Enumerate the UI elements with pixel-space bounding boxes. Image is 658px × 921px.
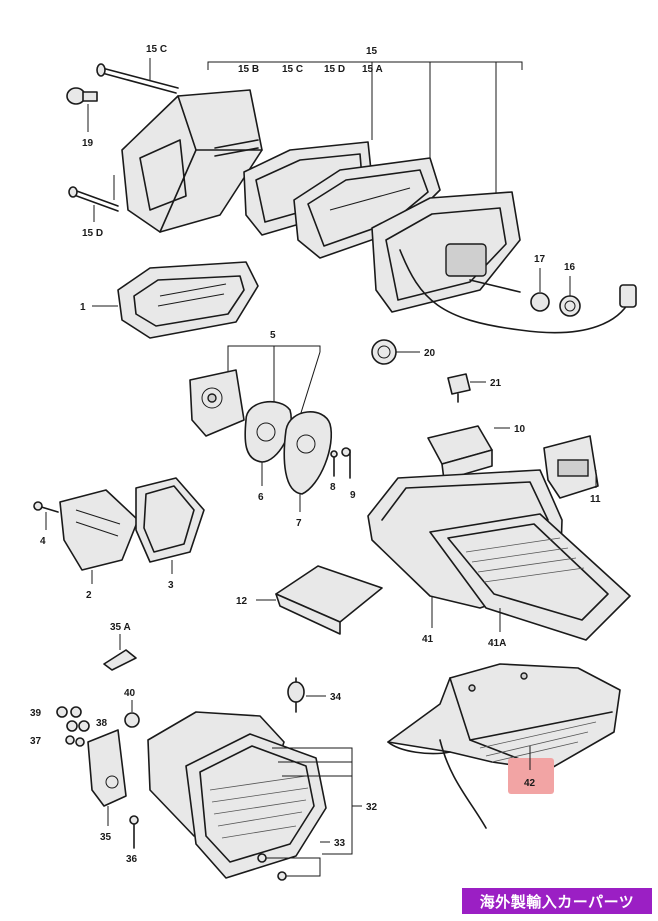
watermark-badge: 海外製輸入カーパーツ [462, 888, 652, 914]
grommet-20 [371, 339, 420, 365]
label-9: 9 [350, 490, 356, 501]
label-2: 2 [86, 590, 92, 601]
light-1 [92, 261, 259, 339]
label-15c: 15 C [282, 64, 303, 75]
label-35a: 35 A [110, 622, 131, 633]
screws-33 [257, 841, 330, 881]
parts-37-39 [56, 706, 90, 747]
rear-light-32 [147, 711, 362, 879]
screw-9 [341, 447, 351, 479]
label-41: 41 [422, 634, 434, 645]
rear-lamp-42 [387, 663, 621, 829]
label-33: 33 [334, 838, 346, 849]
label-12: 12 [236, 596, 248, 607]
label-21: 21 [490, 378, 502, 389]
highlight-42 [508, 758, 554, 794]
label-15d-left: 15 D [82, 228, 103, 239]
label-4: 4 [40, 536, 46, 547]
switch-11 [543, 435, 599, 499]
label-15b: 15 B [238, 64, 259, 75]
plate-7 [283, 411, 332, 512]
screw-4 [33, 501, 59, 530]
relay-10 [427, 425, 510, 481]
label-6: 6 [258, 492, 264, 503]
plug-21 [447, 373, 486, 403]
label-15c-top: 15 C [146, 44, 167, 55]
label-15: 15 [366, 46, 378, 57]
label-17: 17 [534, 254, 546, 265]
bulb-35a [103, 634, 137, 671]
label-35: 35 [100, 832, 112, 843]
nut-40 [124, 700, 140, 728]
label-16: 16 [564, 262, 576, 273]
label-37: 37 [30, 736, 42, 747]
bracket-35 [87, 729, 127, 826]
label-1: 1 [80, 302, 86, 313]
label-11: 11 [590, 494, 601, 505]
label-42: 42 [524, 778, 536, 789]
label-38: 38 [96, 718, 108, 729]
bulb-19 [66, 87, 98, 132]
screw-36 [129, 815, 139, 849]
label-7: 7 [296, 518, 302, 529]
label-15a: 15 A [362, 64, 383, 75]
lens-41a [429, 513, 631, 641]
gasket-3 [135, 477, 205, 574]
label-3: 3 [168, 580, 174, 591]
label-36: 36 [126, 854, 138, 865]
screw-8 [330, 450, 338, 477]
label-34: 34 [330, 692, 342, 703]
label-10: 10 [514, 424, 526, 435]
nut-17 [530, 268, 550, 312]
label-40: 40 [124, 688, 136, 699]
bolt-15c-top [96, 58, 179, 94]
label-20: 20 [424, 348, 436, 359]
bracket-5 [227, 345, 321, 417]
pad-12 [256, 565, 383, 635]
headlight-housing [121, 89, 263, 233]
nut-16 [559, 276, 581, 317]
label-8: 8 [330, 482, 336, 493]
label-5: 5 [270, 330, 276, 341]
bulb-34 [287, 677, 326, 713]
label-19: 19 [82, 138, 94, 149]
cover-2 [59, 489, 139, 584]
label-41a: 41A [488, 638, 506, 649]
label-32: 32 [366, 802, 378, 813]
bolt-15d-left [68, 175, 119, 222]
label-15d: 15 D [324, 64, 345, 75]
group-15-bracket [207, 61, 523, 195]
label-39: 39 [30, 708, 42, 719]
socket-bracket [189, 369, 245, 437]
reflector-15a [371, 191, 637, 334]
